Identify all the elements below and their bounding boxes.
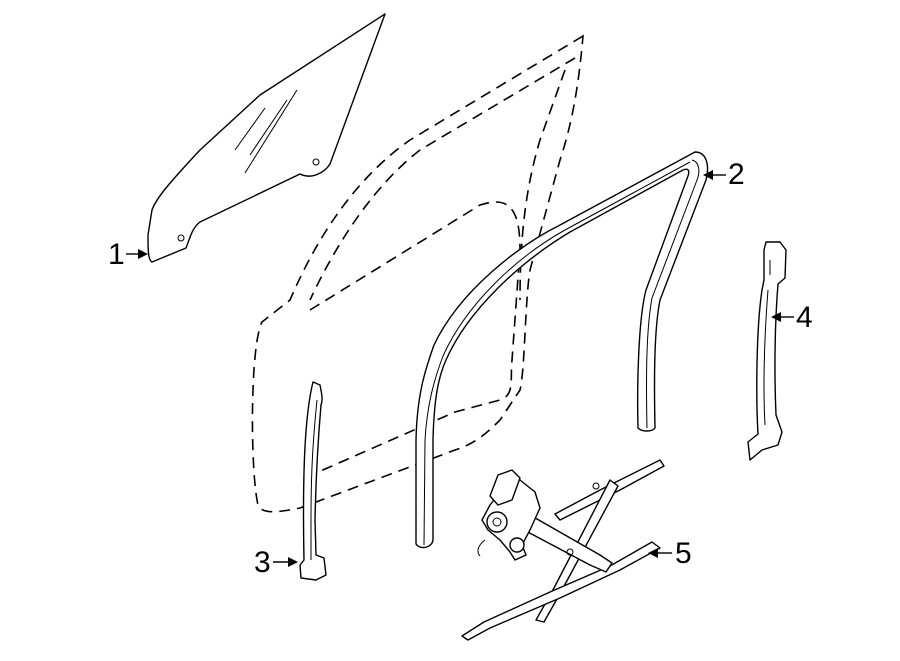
callout-2: 2 xyxy=(703,158,745,191)
callout-label: 1 xyxy=(108,238,125,271)
window-regulator xyxy=(461,459,665,641)
callout-4: 4 xyxy=(771,301,813,334)
door-glass xyxy=(147,13,386,263)
callout-3: 3 xyxy=(254,546,298,579)
callout-label: 5 xyxy=(675,537,692,570)
callout-label: 4 xyxy=(796,301,813,334)
callout-label: 2 xyxy=(728,158,745,191)
front-channel-strip xyxy=(299,381,327,581)
callout-5: 5 xyxy=(648,537,692,570)
rear-channel-strip xyxy=(747,241,787,461)
callout-label: 3 xyxy=(254,546,271,579)
glass-run-channel xyxy=(415,151,709,549)
callout-1: 1 xyxy=(108,238,148,271)
